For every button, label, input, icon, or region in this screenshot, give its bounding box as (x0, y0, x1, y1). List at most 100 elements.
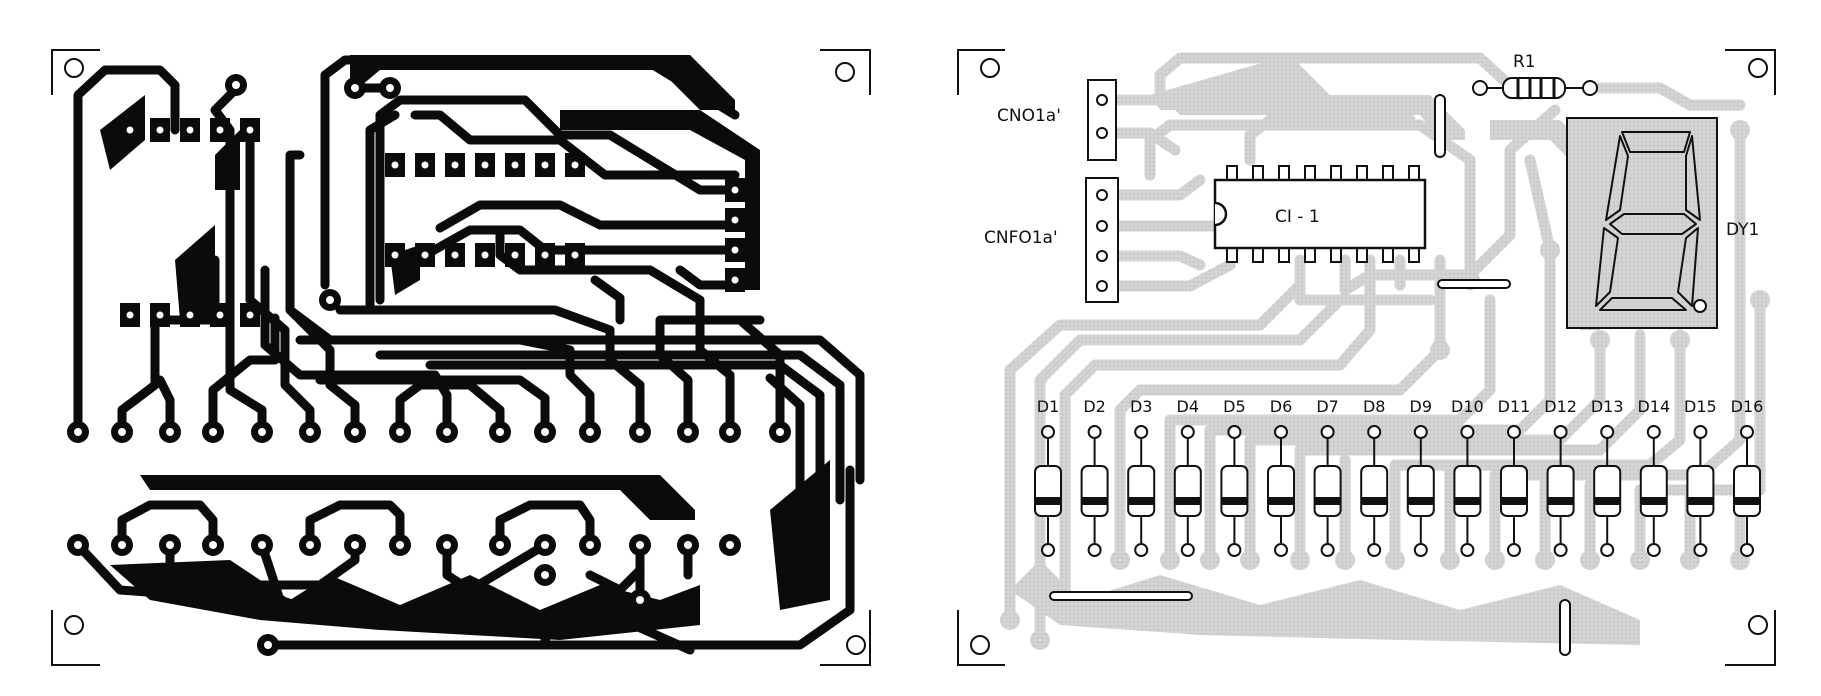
pad-hole (541, 571, 549, 579)
display-dy1 (1566, 117, 1718, 329)
resistor-label: R1 (1513, 52, 1536, 72)
pad-hole (126, 311, 134, 319)
pad-hole (511, 251, 519, 259)
pad-hole (731, 276, 739, 284)
pad-hole (571, 161, 579, 169)
pad-hole (481, 161, 489, 169)
diode-d2: D2 (1080, 397, 1109, 557)
silk-trace (1244, 114, 1416, 166)
copper-track (245, 125, 315, 437)
copper-track (335, 305, 645, 437)
pad-hole (636, 428, 644, 436)
pad-hole (118, 428, 126, 436)
pad-hole (391, 251, 399, 259)
pad-hole (232, 81, 240, 89)
pad-hole (209, 541, 217, 549)
silk-trace (1004, 279, 1306, 626)
diode-label: D8 (1363, 397, 1386, 416)
silk-pad (1440, 550, 1460, 570)
copper-pads (67, 74, 791, 656)
silk-pad (1540, 240, 1560, 260)
silk-pad (1030, 630, 1050, 650)
diode-label: D5 (1223, 397, 1246, 416)
pad-hole (186, 311, 194, 319)
diode-d1: D1 (1034, 397, 1062, 557)
pad-hole (731, 186, 739, 194)
diode-d6: D6 (1267, 397, 1295, 557)
diode-d7: D7 (1313, 397, 1342, 557)
pad-hole (306, 541, 314, 549)
copper-track (410, 110, 740, 180)
connector-2-label: CNFO1a' (984, 228, 1058, 248)
silk-pad (1590, 330, 1610, 350)
copper-track (315, 375, 550, 437)
pad-hole (636, 596, 644, 604)
copper-track (590, 275, 625, 325)
pad-hole (258, 541, 266, 549)
silk-pad (1750, 290, 1770, 310)
pad-hole (209, 428, 217, 436)
silk-pad (1000, 610, 1020, 630)
diode-d12: D12 (1544, 397, 1577, 557)
copper-track (375, 95, 740, 305)
diode-label: D11 (1498, 397, 1531, 416)
silk-pad (1160, 550, 1180, 570)
diode-label: D6 (1270, 397, 1293, 416)
pad-hole (126, 126, 134, 134)
pad-hole (443, 541, 451, 549)
pad-hole (216, 126, 224, 134)
connector-cnf01a (1085, 177, 1119, 303)
connector-1-label: CNO1a' (997, 106, 1061, 126)
copper-track (375, 350, 845, 505)
silk-pad (1680, 550, 1700, 570)
diode-d9: D9 (1406, 397, 1435, 557)
pad-hole (156, 311, 164, 319)
pad-hole (186, 126, 194, 134)
diode-label: D10 (1451, 397, 1484, 416)
copper-track (117, 500, 218, 550)
pad-hole (351, 428, 359, 436)
copper-track (260, 265, 452, 437)
pad-hole (306, 428, 314, 436)
pad-hole (166, 541, 174, 549)
diode-label: D15 (1684, 397, 1717, 416)
pad-hole (451, 251, 459, 259)
pad-hole (74, 541, 82, 549)
pad-hole (636, 541, 644, 549)
pad-hole (731, 216, 739, 224)
copper-track (585, 540, 645, 595)
pad-hole (166, 428, 174, 436)
pad-hole (216, 311, 224, 319)
pad-hole (246, 126, 254, 134)
silk-pad (1730, 120, 1750, 140)
pad-hole (326, 296, 334, 304)
copper-track (365, 110, 400, 315)
silk-planes (1010, 55, 1640, 645)
pad-hole (118, 541, 126, 549)
pad-hole (541, 251, 549, 259)
pad-hole (351, 541, 359, 549)
silk-trace (1164, 294, 1496, 566)
silk-trace (1114, 259, 1236, 292)
pad-hole (264, 641, 272, 649)
silk-trace (1154, 52, 1526, 101)
copper-track (495, 225, 735, 437)
copper-track (73, 65, 180, 437)
display-label: DY1 (1726, 220, 1759, 240)
silk-pad (1430, 340, 1450, 360)
jumper-wires (1049, 94, 1571, 656)
diode-d14: D14 (1637, 397, 1670, 557)
diode-label: D3 (1130, 397, 1153, 416)
silk-trace (1294, 329, 1646, 566)
component-side-board: CNO1a' CNFO1a' CI - 1 R1 (957, 49, 1776, 666)
pad-hole (258, 428, 266, 436)
silk-pad (1580, 550, 1600, 570)
diode-label: D1 (1037, 397, 1060, 416)
silk-pad (1110, 550, 1130, 570)
copper-track (210, 80, 267, 437)
silk-pad (1335, 550, 1355, 570)
resistor-r1 (1472, 77, 1598, 99)
copper-side-board (51, 49, 871, 666)
diode-label: D4 (1177, 397, 1200, 416)
